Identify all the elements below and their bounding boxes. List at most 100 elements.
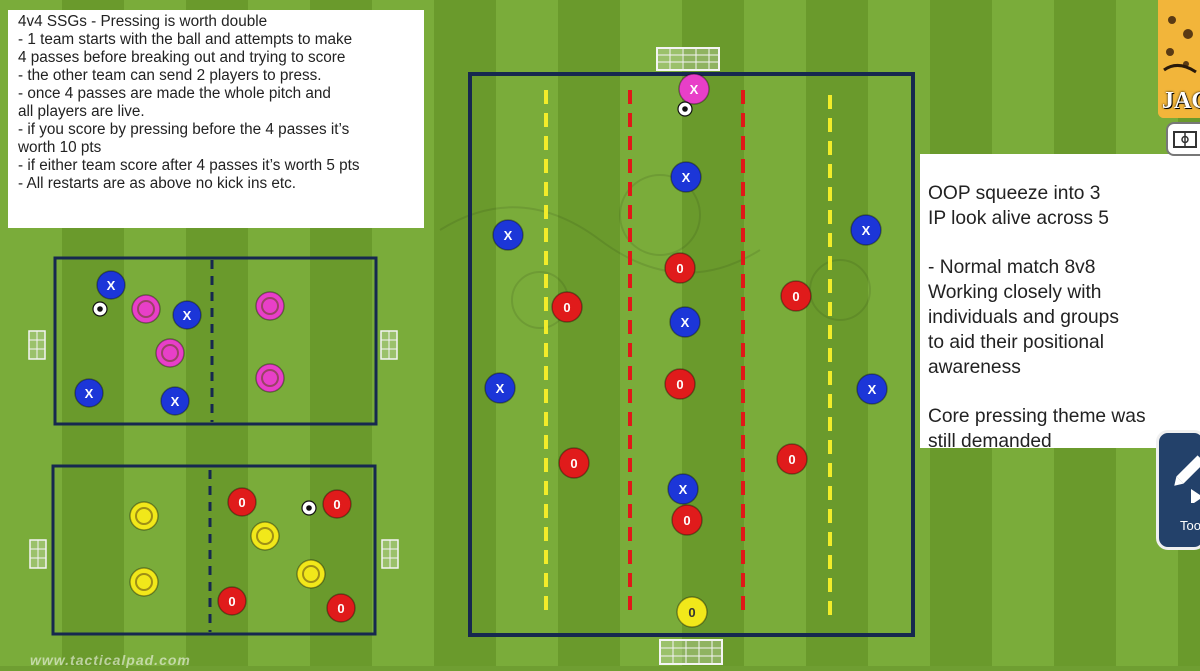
rules-line: 4 passes before breaking out and trying … <box>18 49 346 66</box>
red-player[interactable]: 0 <box>326 593 356 623</box>
yellow-player[interactable] <box>129 567 159 597</box>
ball-icon[interactable] <box>677 101 693 117</box>
red-player[interactable]: 0 <box>664 252 696 284</box>
player-marker-label: 0 <box>563 300 570 315</box>
red-player[interactable]: 0 <box>551 291 583 323</box>
player-marker-label: X <box>171 394 180 409</box>
player-marker-label: X <box>107 278 116 293</box>
yellow-player[interactable] <box>250 521 280 551</box>
ssg-bottom-left-goal <box>29 539 47 569</box>
ssg-top-left-goal <box>28 330 46 360</box>
main-pitch-boundary <box>468 72 915 637</box>
red-player[interactable]: 0 <box>664 368 696 400</box>
red-player[interactable]: 0 <box>227 487 257 517</box>
blue-player[interactable]: X <box>96 270 126 300</box>
player-marker-label: X <box>681 315 690 330</box>
rules-line: - once 4 passes are made the whole pitch… <box>18 85 331 102</box>
red-player[interactable]: 0 <box>776 443 808 475</box>
notes-line <box>928 232 1192 257</box>
notes-line: - Normal match 8v8 <box>928 257 1096 279</box>
red-player[interactable]: 0 <box>558 447 590 479</box>
notes-line: to aid their positional <box>928 331 1104 353</box>
main-bottom-goal <box>659 639 723 665</box>
blue-player[interactable]: X <box>669 306 701 338</box>
player-marker-label: X <box>690 82 699 97</box>
red-player[interactable]: 0 <box>322 489 352 519</box>
rules-line: - if you score by pressing before the 4 … <box>18 121 350 138</box>
rules-line: worth 10 pts <box>18 139 102 156</box>
pink-player[interactable] <box>255 291 285 321</box>
watermark-text: www.tacticalpad.com <box>30 652 191 668</box>
blue-player[interactable]: X <box>484 372 516 404</box>
player-marker-label: 0 <box>676 377 683 392</box>
player-marker-label: 0 <box>792 289 799 304</box>
ssg-bottom-pitch-boundary <box>51 464 377 636</box>
balls-layer <box>92 101 693 516</box>
player-marker-label: 0 <box>333 497 340 512</box>
tools-label: Too <box>1180 518 1200 533</box>
yellow-player[interactable]: 0 <box>676 596 708 628</box>
player-marker-label: 0 <box>788 452 795 467</box>
blue-player[interactable]: X <box>172 300 202 330</box>
pink-player[interactable] <box>131 294 161 324</box>
red-player[interactable]: 0 <box>780 280 812 312</box>
ssg-top-pitch-boundary <box>53 256 378 426</box>
player-marker-label: 0 <box>688 605 695 620</box>
player-marker-label: 0 <box>228 594 235 609</box>
grass-stripe <box>434 0 496 666</box>
blue-player[interactable]: X <box>667 473 699 505</box>
red-player[interactable]: 0 <box>217 586 247 616</box>
player-marker-label: 0 <box>683 513 690 528</box>
notes-line: OOP squeeze into 3 <box>928 183 1101 204</box>
rules-line: - the other team can send 2 players to p… <box>18 67 322 84</box>
yellow-player[interactable] <box>296 559 326 589</box>
player-marker-label: X <box>868 382 877 397</box>
rules-line: - All restarts are as above no kick ins … <box>18 175 297 192</box>
rules-line: 4v4 SSGs - Pressing is worth double <box>18 13 268 30</box>
club-logo: JAGU <box>1158 0 1200 118</box>
grass-stripe <box>558 0 620 666</box>
blue-player[interactable]: X <box>160 386 190 416</box>
notes-line: Working closely with <box>928 282 1102 304</box>
pencil-icon <box>1174 455 1200 505</box>
notes-line: awareness <box>928 356 1021 378</box>
rules-line: - if either team score after 4 passes it… <box>18 157 360 174</box>
ssg-top-right-goal <box>380 330 398 360</box>
notes-line: Core pressing theme was <box>928 406 1146 428</box>
player-marker-label: X <box>682 170 691 185</box>
pink-player[interactable]: X <box>678 73 710 105</box>
blue-player[interactable]: X <box>856 373 888 405</box>
grass-stripe <box>868 0 930 666</box>
player-marker-label: 0 <box>337 601 344 616</box>
pitch-view-button[interactable] <box>1166 122 1200 156</box>
pink-player[interactable] <box>155 338 185 368</box>
player-marker-label: X <box>504 228 513 243</box>
notes-line: still demanded <box>928 430 1052 452</box>
player-marker-label: X <box>183 308 192 323</box>
ball-icon[interactable] <box>301 500 317 516</box>
grass-stripe <box>744 0 806 666</box>
ball-icon[interactable] <box>92 301 108 317</box>
coaching-notes-box[interactable]: OOP squeeze into 3 IP look alive across … <box>920 154 1200 452</box>
tools-button[interactable] <box>1156 430 1200 550</box>
player-marker-label: X <box>679 482 688 497</box>
player-marker-label: X <box>862 223 871 238</box>
ssg-bottom-right-goal <box>381 539 399 569</box>
pink-player[interactable] <box>255 363 285 393</box>
blue-player[interactable]: X <box>74 378 104 408</box>
notes-line: individuals and groups <box>928 306 1119 328</box>
player-marker-label: X <box>496 381 505 396</box>
main-pitch-zone-lines <box>544 90 832 618</box>
yellow-player[interactable] <box>129 501 159 531</box>
notes-line: IP look alive across 5 <box>928 207 1109 229</box>
red-player[interactable]: 0 <box>671 504 703 536</box>
rules-text-box[interactable]: 4v4 SSGs - Pressing is worth double - 1 … <box>8 10 424 228</box>
pitch-icon <box>1173 131 1197 148</box>
blue-player[interactable]: X <box>670 161 702 193</box>
jaguar-crest-icon <box>1158 0 1200 118</box>
blue-player[interactable]: X <box>850 214 882 246</box>
blue-player[interactable]: X <box>492 219 524 251</box>
player-marker-label: 0 <box>570 456 577 471</box>
